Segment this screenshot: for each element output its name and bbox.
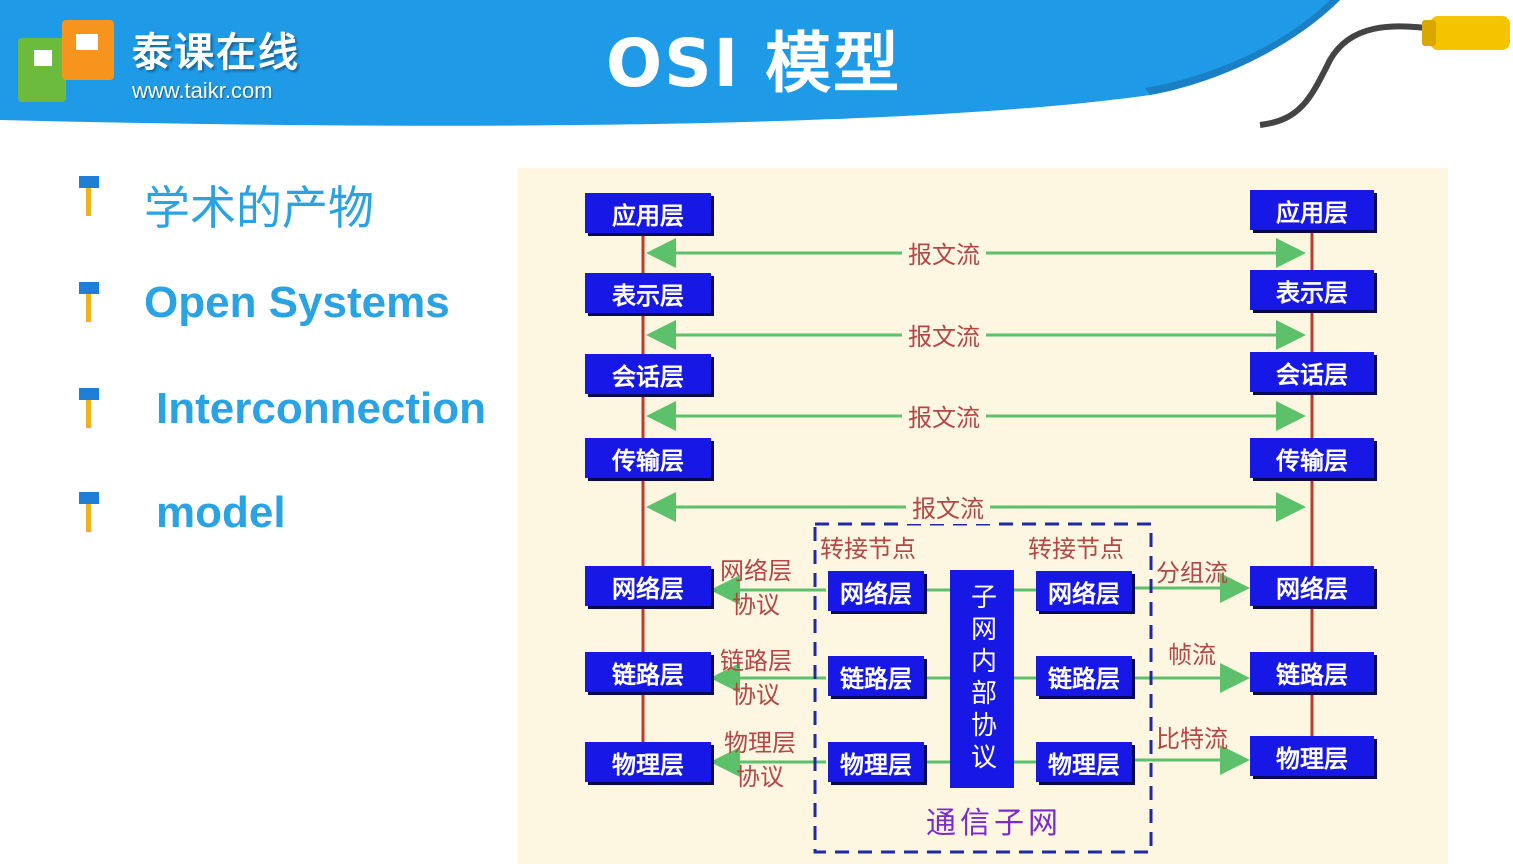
paint-brush-icon	[79, 282, 99, 322]
message-flow-label: 报文流	[902, 398, 986, 433]
flow-type-label: 帧流	[1168, 641, 1216, 669]
relay-left-datalink: 链路层	[828, 656, 924, 696]
left-layer-presentation: 表示层	[585, 273, 711, 313]
left-layer-network: 网络层	[585, 566, 711, 606]
right-layer-transport: 传输层	[1250, 438, 1374, 478]
brand-name: 泰课在线	[132, 30, 300, 76]
relay-right-network: 网络层	[1036, 571, 1132, 611]
protocol-label-line: 链路层	[720, 647, 792, 675]
left-layer-datalink: 链路层	[585, 652, 711, 692]
flow-type-label: 分组流	[1156, 559, 1228, 587]
message-flow-label: 报文流	[902, 317, 986, 352]
paint-brush-icon	[79, 176, 99, 216]
protocol-label-line: 物理层	[724, 729, 796, 757]
right-layer-application: 应用层	[1250, 190, 1374, 230]
message-flow-label: 报文流	[902, 235, 986, 270]
protocol-label: 物理层 协议	[724, 726, 796, 794]
paint-roller-icon	[1259, 16, 1510, 128]
left-layer-session: 会话层	[585, 354, 711, 394]
paint-brush-icon	[79, 492, 99, 532]
flow-type-label: 比特流	[1156, 725, 1228, 753]
bullet-text: Open Systems	[144, 278, 450, 327]
protocol-label: 链路层 协议	[720, 644, 792, 712]
subnet-title: 通信子网	[926, 806, 1062, 841]
paint-brush-icon	[79, 388, 99, 428]
bullet-text: model	[156, 488, 286, 537]
relay-right-physical: 物理层	[1036, 742, 1132, 782]
relay-node-label: 转接节点	[1028, 535, 1124, 563]
relay-left-physical: 物理层	[828, 742, 924, 782]
right-layer-physical: 物理层	[1250, 736, 1374, 776]
relay-right-datalink: 链路层	[1036, 656, 1132, 696]
relay-node-label: 转接节点	[820, 535, 916, 563]
bullet-text: 学术的产物	[144, 181, 374, 235]
message-flow-label: 报文流	[906, 489, 990, 524]
brand-url: www.taikr.com	[132, 78, 273, 103]
relay-left-network: 网络层	[828, 571, 924, 611]
protocol-label-line: 协议	[732, 681, 780, 709]
left-layer-transport: 传输层	[585, 438, 711, 478]
right-layer-datalink: 链路层	[1250, 652, 1374, 692]
protocol-label-line: 网络层	[720, 557, 792, 585]
brand-logo-icon	[18, 20, 114, 102]
right-layer-session: 会话层	[1250, 352, 1374, 392]
protocol-label: 网络层 协议	[720, 554, 792, 622]
left-layer-physical: 物理层	[585, 742, 711, 782]
right-layer-presentation: 表示层	[1250, 270, 1374, 310]
protocol-label-line: 协议	[736, 763, 784, 791]
page-title: OSI 模型	[606, 25, 902, 102]
header-banner	[0, 0, 1340, 126]
protocol-label-line: 协议	[732, 591, 780, 619]
bullet-text: Interconnection	[156, 384, 487, 433]
right-layer-network: 网络层	[1250, 566, 1374, 606]
communication-subnet-boundary	[813, 522, 1153, 854]
left-layer-application: 应用层	[585, 193, 711, 233]
subnet-internal-protocol: 子网内部协议	[950, 570, 1014, 788]
